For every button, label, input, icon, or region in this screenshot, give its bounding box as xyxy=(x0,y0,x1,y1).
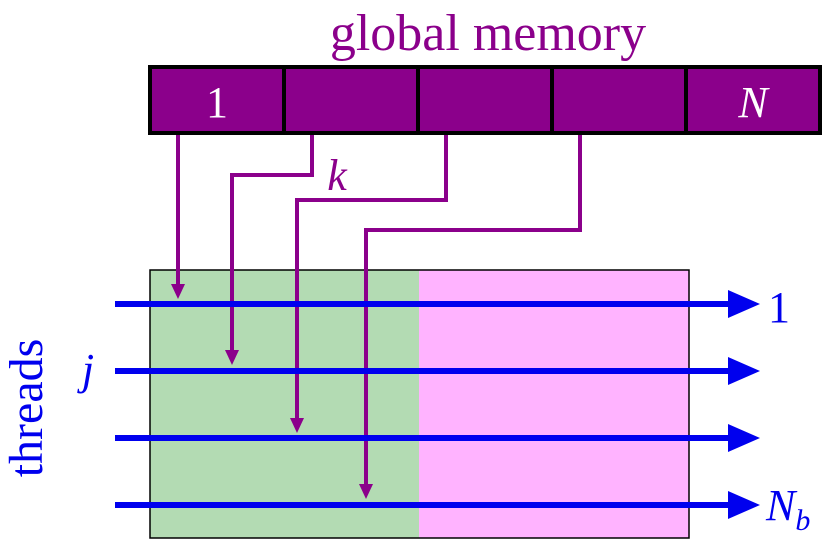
copy-arrow-head-3 xyxy=(290,418,304,433)
memory-cell-label-1: 1 xyxy=(206,78,228,127)
thread-arrow-head-1 xyxy=(728,290,760,318)
thread-arrows xyxy=(115,301,735,508)
memory-cell-3 xyxy=(416,65,554,135)
copy-arrow-head-1 xyxy=(171,284,185,299)
copy-arrow-3 xyxy=(295,133,448,420)
thread-label-last: Nb xyxy=(765,481,810,537)
thread-arrow-head-2 xyxy=(728,357,760,385)
thread-arrow-head-3 xyxy=(728,424,760,452)
block-region-right xyxy=(419,270,689,538)
thread-index-label: j xyxy=(77,345,94,394)
copy-arrow-head-4 xyxy=(359,484,373,499)
copy-arrow-head-2 xyxy=(225,350,239,365)
thread-label-last-subscript: b xyxy=(795,504,810,537)
thread-label-first: 1 xyxy=(768,283,790,332)
memory-cell-4 xyxy=(550,65,688,135)
memory-cell-1 xyxy=(148,65,286,135)
copy-arrow-heads xyxy=(171,284,373,499)
block-region-left xyxy=(150,270,419,538)
threads-axis-label: threads xyxy=(0,339,53,478)
block-outline xyxy=(149,269,690,539)
copy-arrow-4 xyxy=(364,133,582,486)
thread-arrow-heads xyxy=(728,290,760,519)
thread-arrow-head-4 xyxy=(728,491,760,519)
memory-row: 1 N xyxy=(148,65,822,135)
memory-cell-label-5: N xyxy=(737,78,770,127)
memory-cell-5 xyxy=(684,65,822,135)
memory-cell-2 xyxy=(282,65,420,135)
title: global memory xyxy=(330,5,646,62)
copy-arrows xyxy=(176,133,582,486)
copy-index-label: k xyxy=(327,151,348,200)
copy-arrow-2 xyxy=(230,133,314,352)
thread-label-last-main: N xyxy=(765,481,798,530)
